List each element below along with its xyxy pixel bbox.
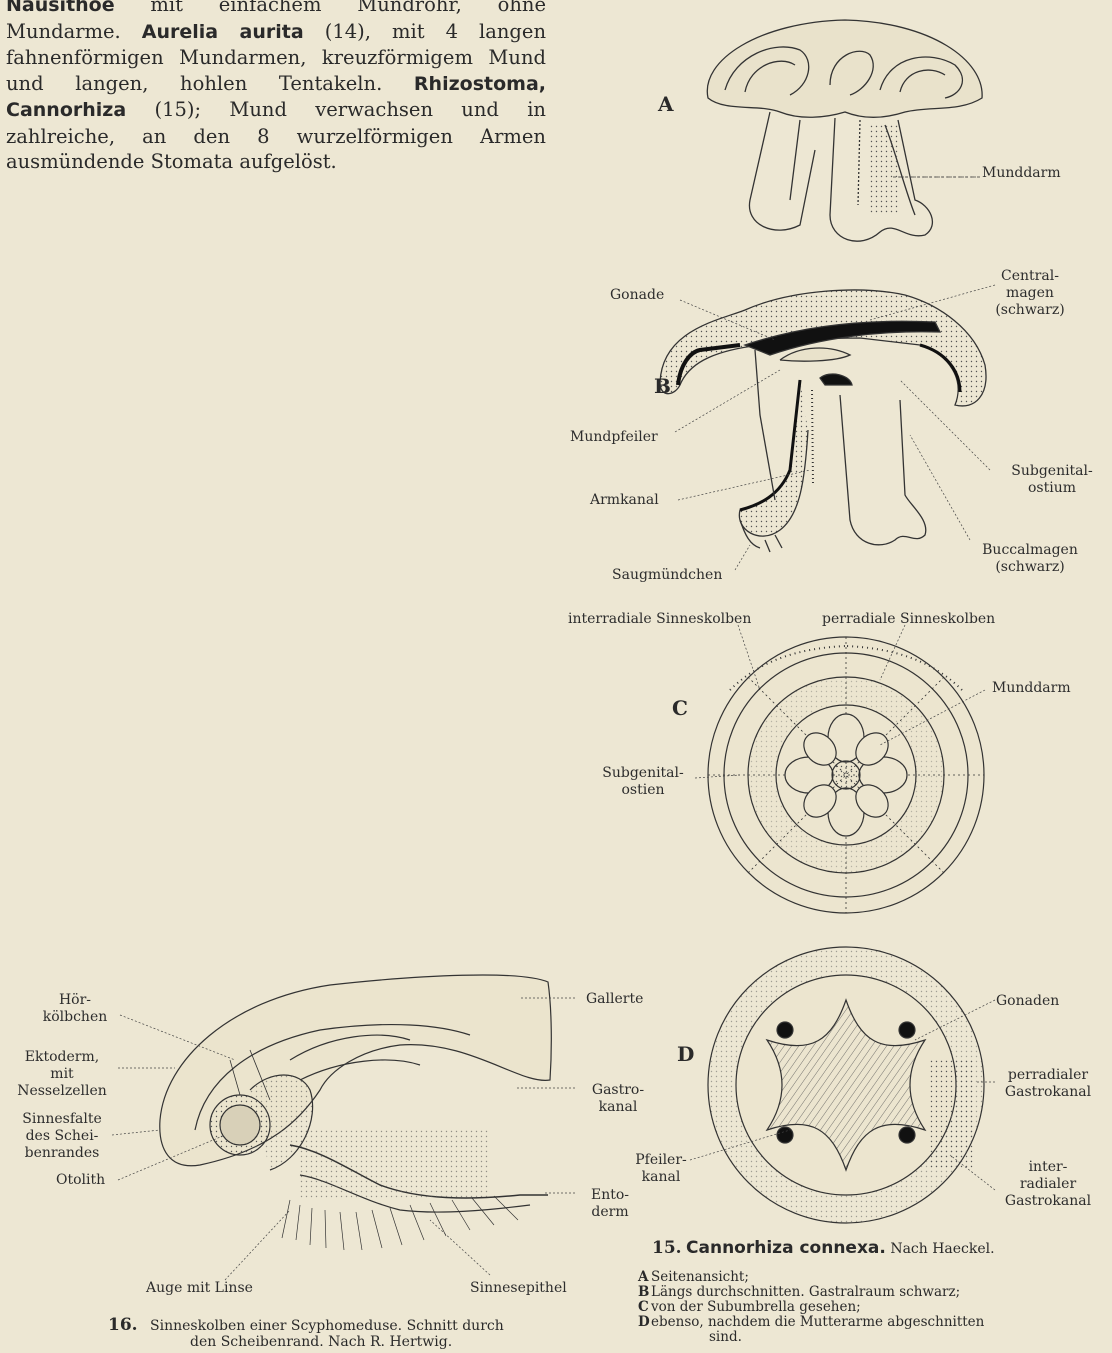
label-centralmagen: Central- magen (schwarz)	[985, 268, 1075, 319]
figure-letter-b: B	[654, 374, 671, 398]
label-munddarm-a: Munddarm	[982, 165, 1061, 182]
label-mundpfeiler: Mundpfeiler	[570, 429, 658, 446]
figure-15-number: 15.	[652, 1238, 682, 1258]
figure-15-author: Nach Haeckel.	[890, 1241, 994, 1257]
label-auge: Auge mit Linse	[146, 1280, 253, 1297]
figure-a-drawing	[707, 20, 982, 241]
label-gallerte: Gallerte	[586, 991, 643, 1008]
figure-16-number: 16.	[108, 1315, 138, 1335]
label-armkanal: Armkanal	[590, 492, 659, 509]
label-pfeilerkanal: Pfeiler- kanal	[620, 1152, 702, 1186]
label-interradiale: interradiale Sinneskolben	[568, 611, 751, 628]
label-sinnesepithel: Sinnesepithel	[470, 1280, 567, 1297]
label-otolith: Otolith	[56, 1172, 105, 1189]
label-subgenitalostium: Subgenital- ostium	[996, 463, 1108, 497]
figure-15-caption: 15. Cannorhiza connexa. Nach Haeckel.	[652, 1241, 995, 1257]
label-buccalmagen: Buccalmagen (schwarz)	[968, 542, 1092, 576]
figure-16-caption-line1: Sinneskolben einer Scyphomeduse. Schnitt…	[150, 1318, 504, 1334]
label-gastrokanal: Gastro- kanal	[580, 1082, 656, 1116]
figure-c-drawing	[708, 637, 984, 913]
label-entoderm: Ento- derm	[580, 1187, 640, 1221]
label-munddarm-c: Munddarm	[992, 680, 1071, 697]
figure-letter-a: A	[658, 92, 674, 116]
figure-16-caption-line2: den Scheibenrand. Nach R. Hertwig.	[190, 1335, 452, 1350]
legend-item: Debenso, nachdem die Mutterarme abgeschn…	[638, 1315, 984, 1330]
figure-16-caption: 16. Sinneskolben einer Scyphomeduse. Sch…	[108, 1318, 504, 1334]
label-gonaden: Gonaden	[996, 993, 1059, 1010]
label-gonade: Gonade	[610, 287, 664, 304]
figure-16-drawing	[160, 975, 552, 1250]
legend-item: sind.	[638, 1330, 984, 1345]
figure-b-drawing	[660, 290, 986, 552]
label-ektoderm: Ektoderm, mit Nesselzellen	[4, 1049, 120, 1100]
figure-letter-d: D	[677, 1042, 694, 1066]
label-interradialer: inter- radialer Gastrokanal	[988, 1159, 1108, 1210]
label-sinnesfalte: Sinnesfalte des Schei- benrandes	[10, 1111, 114, 1162]
label-perradialer: perradialer Gastrokanal	[988, 1067, 1108, 1101]
figure-15-title: Cannorhiza connexa.	[686, 1238, 886, 1258]
label-hoerkoelbchen: Hör- kölbchen	[30, 992, 120, 1026]
figure-letter-c: C	[672, 696, 688, 720]
label-saugmuendchen: Saugmündchen	[612, 567, 722, 584]
figure-d-drawing	[708, 947, 984, 1223]
label-subgenitalostien: Subgenital- ostien	[588, 765, 698, 799]
label-perradiale: perradiale Sinneskolben	[822, 611, 995, 628]
